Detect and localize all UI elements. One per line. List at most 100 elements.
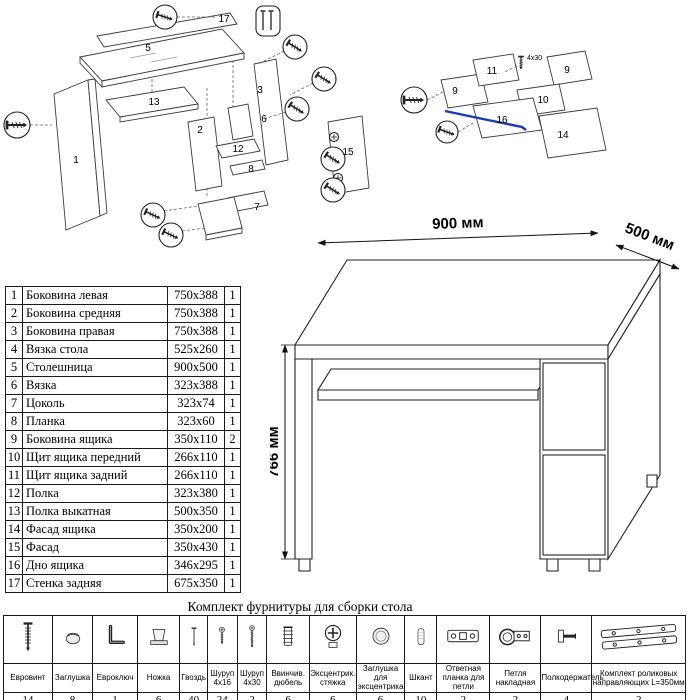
part-qty: 1 (224, 556, 241, 575)
part-qty: 1 (224, 286, 241, 305)
part-qty: 1 (224, 412, 241, 431)
part-num: 3 (5, 322, 23, 341)
part-size: 750x388 (167, 286, 225, 305)
dimension-annotations: 900 мм 500 мм 766 мм (270, 214, 680, 560)
width-dim-label: 900 мм (432, 214, 484, 233)
part-name: Боковина правая (22, 322, 168, 341)
part-size: 900x500 (167, 358, 225, 377)
drawer-side-right-panel (546, 50, 593, 86)
shelf-pin-icon (558, 629, 577, 643)
part-num: 16 (5, 556, 23, 575)
part-name: Боковина ящика (22, 430, 168, 449)
part-label-8: 8 (248, 164, 254, 175)
hardware-name: Полкодержатель (540, 663, 604, 693)
part-size: 750x388 (167, 304, 225, 323)
hardware-qty: 10 (404, 691, 438, 700)
part-size: 323x74 (167, 394, 225, 413)
part-qty: 1 (224, 340, 241, 359)
hardware-kit-table: Евровинт Заглушка Евроключ Ножка Гвоздь … (3, 615, 686, 700)
hardware-name: Евровинт (3, 663, 53, 693)
part-size: 750x388 (167, 322, 225, 341)
height-dim-label: 766 мм (270, 426, 282, 477)
part-num: 12 (5, 484, 23, 503)
part-num: 10 (5, 448, 23, 467)
cap-icon (65, 632, 80, 645)
part-label-9: 9 (452, 86, 458, 97)
fastener-callout-circles (3, 4, 346, 248)
depth-dim-line (615, 244, 680, 270)
nails-callout (255, 5, 281, 37)
overlay-hinge-icon (499, 628, 531, 646)
part-label-5: 5 (145, 43, 151, 54)
confirmat-screw-icon (23, 622, 33, 652)
part-size: 266x110 (167, 448, 225, 467)
hardware-qty-row: 14 8 1 6 40 24 2 6 6 6 10 2 2 4 2 (3, 691, 686, 700)
screw-4x16-icon (219, 626, 226, 645)
part-3-right-side-panel (253, 58, 289, 166)
drawer-back-panel (472, 53, 520, 87)
leg-icon (149, 629, 168, 645)
screw-size-label: 4x30 (527, 55, 542, 62)
desk-foot (588, 558, 601, 572)
hardware-name: Шуруп 4x16 (206, 663, 238, 693)
part-num: 8 (5, 412, 23, 431)
main-exploded-diagram: 17 5 3 13 2 6 12 1 15 8 7 (3, 4, 370, 248)
part-qty: 1 (224, 538, 241, 557)
part-size: 675x350 (167, 574, 225, 593)
hardware-name: Шуруп 4x30 (236, 663, 268, 693)
part-label-15: 15 (342, 147, 354, 158)
part-num: 4 (5, 340, 23, 359)
drawer-side-left-panel (440, 73, 489, 109)
part-qty: 1 (224, 322, 241, 341)
part-qty: 1 (224, 574, 241, 593)
drawer-exploded-diagram: 4x30 9 11 9 10 16 14 (400, 50, 607, 159)
hardware-qty: 24 (206, 691, 238, 700)
hinge-plate-icon (447, 629, 480, 643)
wood-dowel-icon (417, 628, 425, 646)
part-size: 350x200 (167, 520, 225, 539)
desk-drawer-front (542, 362, 606, 451)
part-num: 5 (5, 358, 23, 377)
part-name: Цоколь (22, 394, 168, 413)
part-num: 9 (5, 430, 23, 449)
desk-foot (298, 558, 311, 572)
part-label-2: 2 (197, 125, 203, 136)
cam-lock-icon (324, 624, 341, 648)
part-6-stretcher-panel (227, 103, 254, 141)
part-name: Щит ящика задний (22, 466, 168, 485)
hardware-qty: 2 (236, 691, 268, 700)
part-name: Полка (22, 484, 168, 503)
hardware-name: Петля накладная (489, 663, 542, 693)
desk-body (294, 258, 661, 572)
hardware-qty: 8 (51, 691, 94, 700)
hardware-name: Ввинчив. дюбель (266, 663, 310, 693)
desk-tabletop (294, 259, 661, 346)
part-qty: 1 (224, 394, 241, 413)
part-label-11: 11 (487, 66, 498, 77)
part-qty: 1 (224, 484, 241, 503)
part-label-17: 17 (218, 14, 230, 25)
part-size: 500x350 (167, 502, 225, 521)
part-label-7: 7 (254, 202, 260, 213)
part-qty: 1 (224, 502, 241, 521)
part-17-back-wall (96, 12, 238, 48)
part-qty: 1 (224, 376, 241, 395)
hardware-name: Заглушка (51, 663, 94, 693)
part-name: Планка (22, 412, 168, 431)
part-label-12: 12 (232, 144, 244, 155)
desk-right-side (607, 272, 661, 561)
part-size: 525x260 (167, 340, 225, 359)
part-size: 350x110 (167, 430, 225, 449)
part-name: Столешница (22, 358, 168, 377)
part-label-3: 3 (257, 85, 263, 96)
hardware-qty: 6 (266, 691, 310, 700)
